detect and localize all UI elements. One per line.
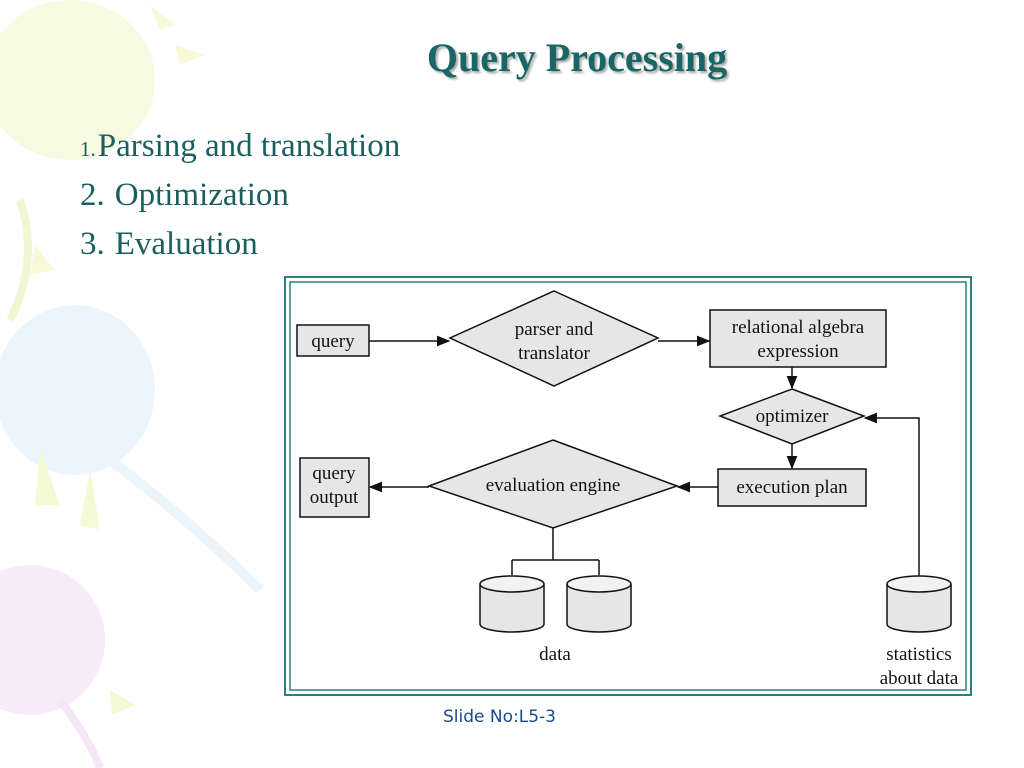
query-output-box bbox=[299, 457, 370, 518]
arrow-statistics-to-optimizer bbox=[863, 412, 920, 576]
parser-translator-diamond bbox=[448, 290, 660, 387]
statistics-disk-icon bbox=[886, 575, 952, 633]
query-processing-diagram: query parser and translator relational a… bbox=[284, 276, 972, 696]
list-item: 1.Parsing and translation bbox=[80, 122, 400, 171]
balloon-decoration-icon bbox=[0, 565, 135, 768]
optimizer-label: optimizer bbox=[756, 406, 829, 427]
statistics-label-line1: statistics bbox=[886, 644, 951, 665]
balloon-decoration-icon bbox=[0, 305, 264, 594]
list-item-number: 1. bbox=[80, 137, 96, 161]
list-item-text: Optimization bbox=[114, 177, 289, 213]
parser-label-line1: parser and bbox=[515, 319, 594, 340]
list-item-text: Evaluation bbox=[114, 226, 258, 262]
balloon-decoration-icon bbox=[0, 0, 205, 322]
query-label: query bbox=[311, 331, 355, 352]
execution-plan-label: execution plan bbox=[736, 477, 848, 498]
slide-title: Query Processing bbox=[426, 35, 728, 80]
execution-plan-box bbox=[717, 468, 867, 507]
diagram-frame-inner bbox=[289, 281, 967, 691]
data-label: data bbox=[539, 644, 571, 665]
list-item-number: 3. bbox=[80, 226, 105, 262]
step-list: 1.Parsing and translation 2.Optimization… bbox=[80, 122, 400, 269]
statistics-label-line2: about data bbox=[880, 668, 959, 689]
relational-label-line2: expression bbox=[757, 341, 839, 362]
list-item: 2.Optimization bbox=[80, 171, 400, 220]
data-disk-icon bbox=[566, 575, 632, 633]
query-box bbox=[296, 324, 370, 357]
list-item-text: Parsing and translation bbox=[97, 128, 401, 164]
query-output-line2: output bbox=[310, 487, 359, 508]
slide-number: Slide No:L5-3 bbox=[443, 707, 556, 727]
data-disk-icon bbox=[479, 575, 545, 633]
parser-label-line2: translator bbox=[518, 343, 590, 364]
relational-algebra-box bbox=[709, 309, 887, 368]
evaluation-engine-label: evaluation engine bbox=[486, 475, 621, 496]
query-output-line1: query bbox=[312, 463, 356, 484]
relational-label-line1: relational algebra bbox=[732, 317, 865, 338]
list-item-number: 2. bbox=[80, 177, 105, 213]
list-item: 3.Evaluation bbox=[80, 220, 400, 269]
